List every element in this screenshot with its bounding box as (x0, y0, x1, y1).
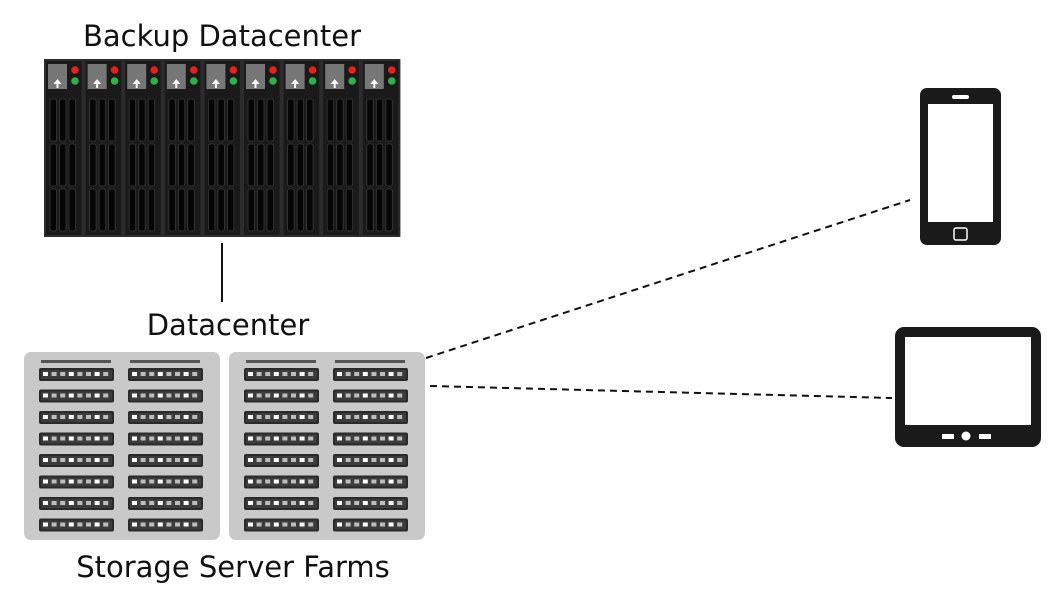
rack-unit (85, 61, 122, 235)
server-rack-icon (44, 59, 401, 237)
storage-server-unit (128, 368, 203, 381)
storage-server-unit (128, 389, 203, 403)
storage-cabinet-icon (24, 352, 220, 540)
rack-unit (283, 61, 320, 235)
backup-datacenter-label: Backup Datacenter (83, 19, 361, 53)
storage-server-unit (244, 475, 319, 489)
storage-server-unit (128, 432, 203, 446)
storage-server-unit (39, 411, 114, 424)
tablet-icon (895, 327, 1041, 447)
storage-server-unit (244, 432, 319, 446)
rack-unit (244, 61, 280, 235)
storage-server-unit (244, 411, 319, 424)
rack-unit (46, 61, 82, 235)
storage-server-unit (128, 475, 203, 489)
storage-server-unit (333, 497, 408, 510)
datacenter-label: Datacenter (147, 308, 310, 342)
storage-server-unit (333, 368, 408, 381)
storage-server-unit (128, 518, 203, 532)
storage-server-unit (39, 454, 114, 467)
storage-server-unit (333, 475, 408, 489)
storage-server-unit (244, 368, 319, 381)
storage-server-unit (333, 411, 408, 424)
storage-server-unit (244, 389, 319, 403)
storage-server-farms (24, 352, 425, 540)
storage-server-unit (39, 475, 114, 489)
storage-server-unit (39, 432, 114, 446)
phone-link-line (425, 199, 911, 359)
storage-server-unit (244, 518, 319, 532)
storage-server-unit (39, 518, 114, 532)
rack-unit (204, 61, 240, 235)
storage-server-unit (333, 389, 408, 403)
smartphone-icon (920, 88, 1001, 245)
storage-server-farms-label: Storage Server Farms (76, 550, 390, 584)
storage-server-unit (244, 497, 319, 510)
rack-unit (323, 61, 359, 235)
storage-server-unit (128, 497, 203, 510)
storage-server-unit (128, 411, 203, 424)
storage-server-unit (39, 389, 114, 403)
storage-server-unit (244, 454, 319, 467)
storage-server-unit (128, 454, 203, 467)
tablet-link-line (429, 385, 893, 399)
storage-server-unit (333, 518, 408, 532)
rack-unit (125, 61, 161, 235)
storage-server-unit (39, 368, 114, 381)
storage-cabinet-icon (229, 352, 425, 540)
storage-server-unit (333, 432, 408, 446)
storage-server-unit (333, 454, 408, 467)
storage-server-unit (39, 497, 114, 510)
rack-unit (164, 61, 201, 235)
rack-unit (362, 61, 399, 235)
